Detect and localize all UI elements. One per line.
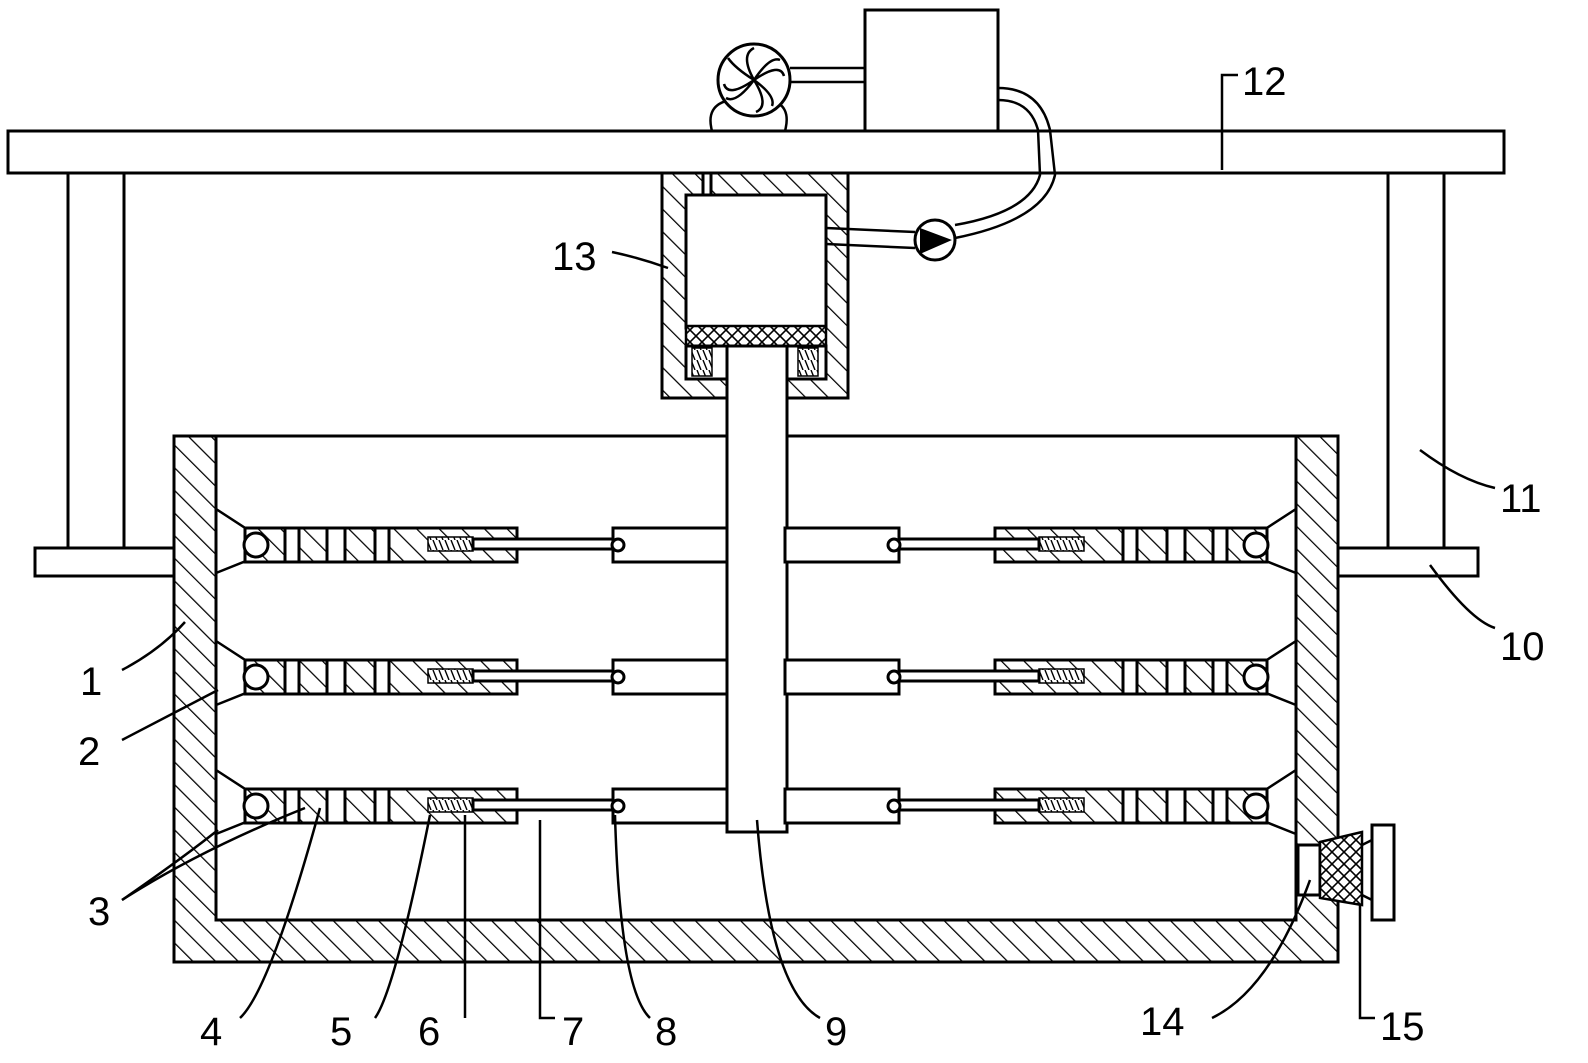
pivot-pin: [886, 537, 902, 553]
piston-rod: [897, 537, 1041, 551]
label-11: 11: [1500, 477, 1542, 521]
hinge-pin: [242, 663, 270, 691]
label-7: 7: [562, 1010, 584, 1054]
left-leg: [66, 171, 126, 550]
label-14: 14: [1140, 1000, 1185, 1044]
label-5: 5: [330, 1010, 352, 1054]
shaft-arm: [611, 658, 729, 696]
hinge-pin: [242, 792, 270, 820]
right-leg: [1386, 171, 1446, 550]
shaft-arm: [611, 787, 729, 825]
leader-lines: [121, 73, 1496, 1020]
shaft-arm: [611, 526, 729, 564]
pivot-pin: [610, 798, 626, 814]
spring: [1038, 797, 1085, 813]
valve-icon: [913, 218, 957, 262]
shaft-arm: [783, 658, 901, 696]
right-foot: [1336, 546, 1480, 578]
pivot-pin: [886, 798, 902, 814]
spring: [427, 668, 474, 684]
central-shaft: [725, 344, 789, 834]
piston-rod: [897, 798, 1041, 812]
label-10: 10: [1500, 625, 1545, 669]
label-8: 8: [655, 1010, 677, 1054]
shaft-arm: [783, 787, 901, 825]
hinge-pin: [242, 531, 270, 559]
label-3: 3: [88, 890, 110, 934]
motor-box: [863, 8, 1000, 133]
spring: [427, 536, 474, 552]
label-1: 1: [80, 660, 102, 704]
label-2: 2: [78, 730, 100, 774]
spring: [1038, 536, 1085, 552]
drain-pipe: [1296, 843, 1322, 897]
label-13: 13: [552, 235, 597, 279]
pivot-pin: [886, 669, 902, 685]
spring: [427, 797, 474, 813]
label-12: 12: [1242, 60, 1287, 104]
piston-rod: [471, 537, 615, 551]
shaft-arm: [783, 526, 901, 564]
label-15: 15: [1380, 1005, 1425, 1049]
pivot-pin: [610, 537, 626, 553]
piston-rod: [471, 669, 615, 683]
piston-rod: [471, 798, 615, 812]
label-9: 9: [825, 1010, 847, 1054]
label-4: 4: [200, 1010, 222, 1054]
drain-filter: [1318, 830, 1364, 907]
left-foot: [33, 546, 177, 578]
piston-rod: [897, 669, 1041, 683]
top-plate: [6, 129, 1506, 175]
fan-icon: [709, 42, 792, 132]
pivot-pin: [610, 669, 626, 685]
hinge-pin: [1242, 531, 1270, 559]
drain-cap: [1370, 823, 1396, 922]
piston-plate: [684, 324, 828, 348]
hinge-pin: [1242, 792, 1270, 820]
hinge-pin: [1242, 663, 1270, 691]
label-6: 6: [418, 1010, 440, 1054]
spring: [1038, 668, 1085, 684]
